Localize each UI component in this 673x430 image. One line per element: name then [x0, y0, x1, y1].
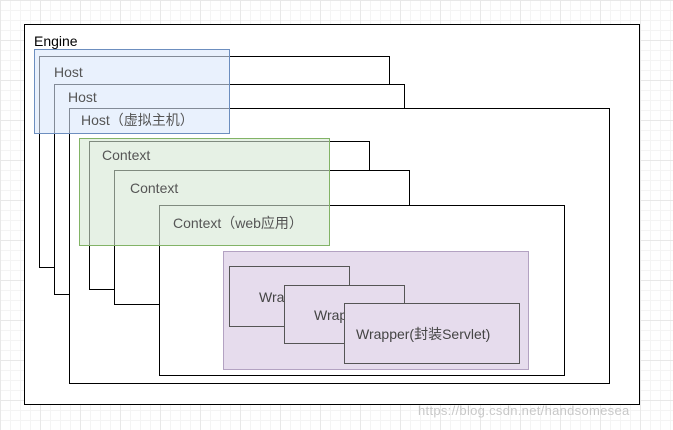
host-label-1: Host	[54, 64, 83, 80]
engine-label: Engine	[34, 33, 78, 49]
wrapper-box-3: Wrapper(封装Servlet)	[344, 303, 520, 364]
context-label-2: Context	[130, 180, 179, 196]
watermark-text: https://blog.csdn.net/handsomesea	[418, 403, 630, 418]
context-label-3: Context（web应用）	[173, 215, 303, 231]
host-group-highlight	[34, 49, 230, 134]
host-label-2: Host	[68, 89, 97, 105]
wrapper-label-3: Wrapper(封装Servlet)	[356, 326, 491, 342]
host-label-3: Host（虚拟主机）	[81, 112, 194, 128]
context-label-1: Context	[102, 147, 151, 163]
context-group-highlight	[79, 138, 330, 246]
